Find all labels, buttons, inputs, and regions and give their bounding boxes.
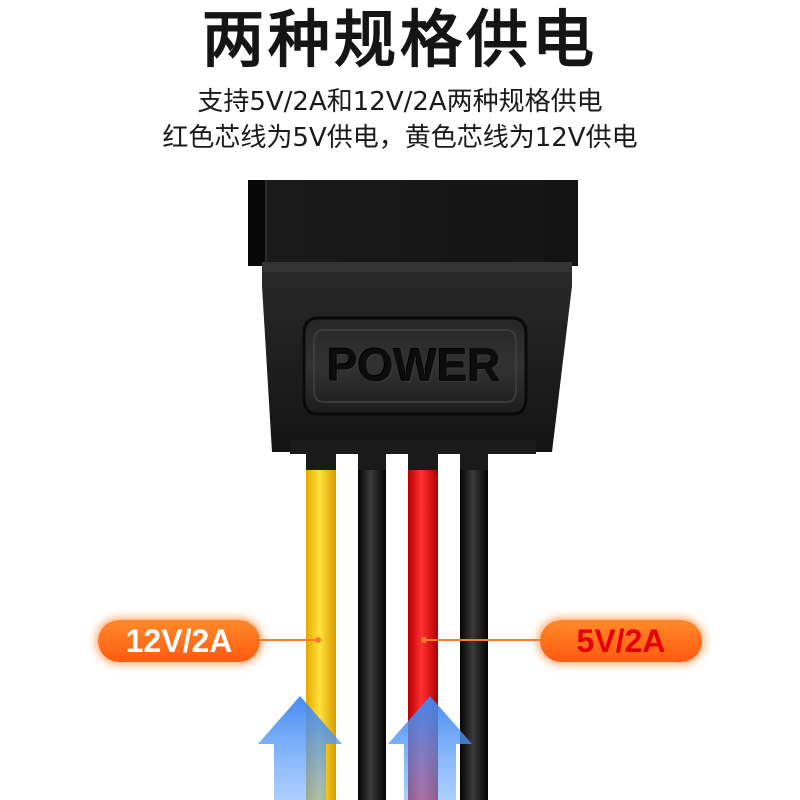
black-wire-1 (358, 466, 386, 800)
black-wire-2 (460, 466, 488, 800)
power-label-pill (302, 316, 528, 416)
subtitle-line-2: 红色芯线为5V供电，黄色芯线为12V供电 (162, 123, 638, 153)
badge-5v: 5V/2A (540, 620, 702, 662)
subtitle-line-1: 支持5V/2A和12V/2A两种规格供电 (197, 87, 603, 117)
power-label: POWER (327, 339, 501, 391)
up-arrow-icon (388, 696, 472, 800)
connector-top (248, 180, 578, 266)
badge-12v: 12V/2A (98, 620, 260, 662)
wires (306, 448, 488, 800)
up-arrow-icon (258, 696, 342, 800)
page-title: 两种规格供电 (201, 3, 598, 76)
